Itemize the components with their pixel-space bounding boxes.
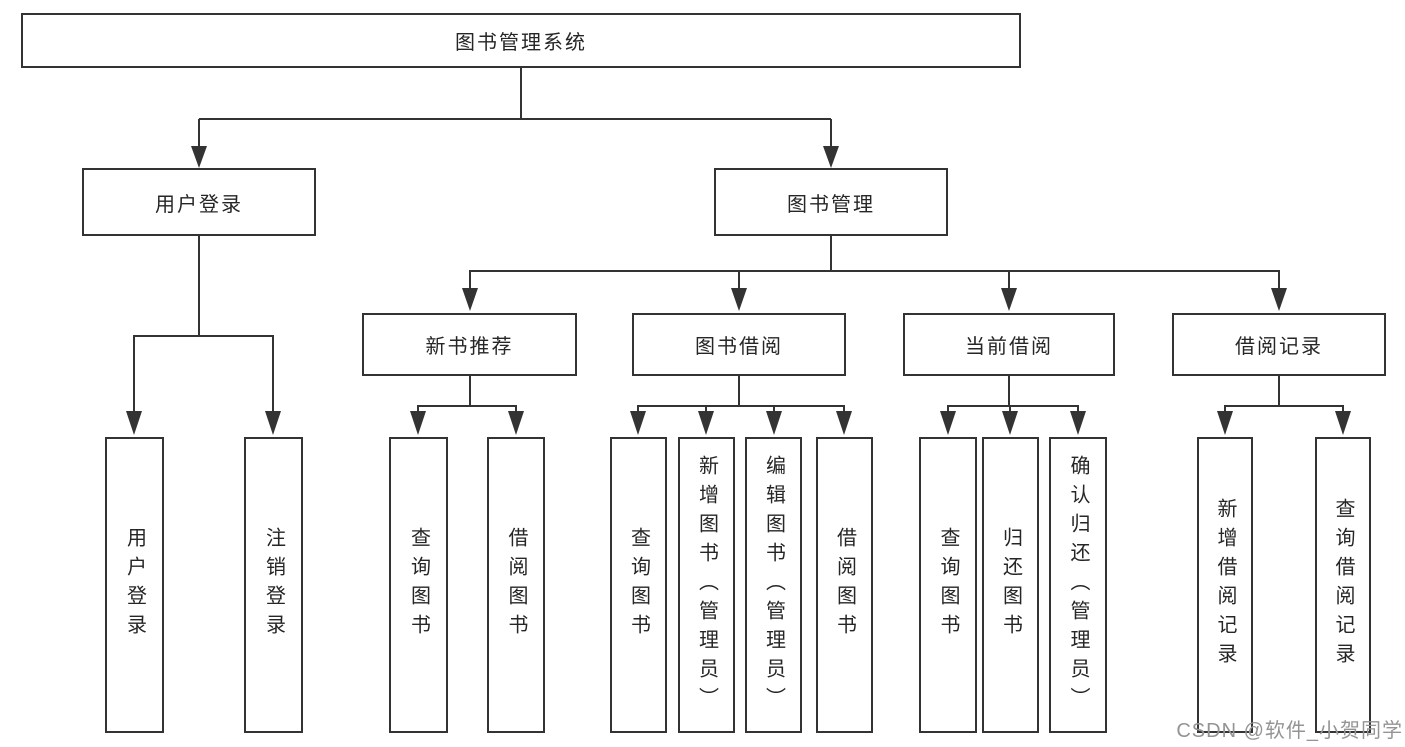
leaf-logout: 注销登录	[244, 437, 303, 733]
leaf-label: 查询图书	[407, 527, 430, 643]
csdn-watermark: CSDN @软件_小贺同学	[1176, 720, 1403, 742]
leaf-label: 新增借阅记录	[1214, 498, 1236, 672]
leaf-confirm-return-admin: 确认归还（管理员）	[1049, 437, 1107, 733]
leaf-borrow-books-recommend: 借阅图书	[487, 437, 545, 733]
node-label: 当前借阅	[965, 336, 1053, 358]
node-label: 用户登录	[155, 193, 243, 216]
leaf-query-books-borrowing: 查询图书	[610, 437, 667, 733]
leaf-query-books-recommend: 查询图书	[389, 437, 448, 733]
leaf-add-book-admin: 新增图书（管理员）	[678, 437, 735, 733]
leaf-label: 查询借阅记录	[1332, 498, 1354, 672]
node-label: 借阅记录	[1235, 336, 1323, 358]
node-current-borrowing: 当前借阅	[903, 313, 1115, 376]
leaf-user-login: 用户登录	[105, 437, 164, 733]
leaf-label: 借阅图书	[505, 527, 527, 643]
leaf-label: 查询图书	[937, 527, 959, 643]
node-label: 图书管理系统	[455, 32, 587, 54]
leaf-query-books-current: 查询图书	[919, 437, 977, 733]
node-library-management-system: 图书管理系统	[21, 13, 1021, 68]
leaf-label: 注销登录	[262, 527, 285, 643]
leaf-label: 用户登录	[123, 527, 146, 643]
node-borrowing-records: 借阅记录	[1172, 313, 1386, 376]
leaf-label: 查询图书	[627, 527, 650, 643]
node-label: 新书推荐	[425, 336, 514, 358]
arrowheads	[126, 146, 1351, 435]
leaf-label: 归还图书	[999, 527, 1022, 643]
leaf-borrow-books-borrowing: 借阅图书	[816, 437, 873, 733]
leaf-label: 编辑图书（管理员）	[762, 454, 785, 716]
node-label: 图书管理	[787, 193, 875, 216]
node-user-login: 用户登录	[82, 168, 316, 236]
leaf-query-borrow-record: 查询借阅记录	[1315, 437, 1371, 733]
leaf-edit-book-admin: 编辑图书（管理员）	[745, 437, 802, 733]
leaf-label: 借阅图书	[833, 527, 856, 643]
node-label: 图书借阅	[695, 336, 783, 358]
leaf-label: 新增图书（管理员）	[695, 454, 718, 716]
leaf-return-book: 归还图书	[982, 437, 1039, 733]
leaf-add-borrow-record: 新增借阅记录	[1197, 437, 1253, 733]
node-book-borrowing: 图书借阅	[632, 313, 846, 376]
node-new-book-recommendation: 新书推荐	[362, 313, 577, 376]
leaf-label: 确认归还（管理员）	[1067, 454, 1089, 716]
tree-edges	[133, 68, 1344, 415]
node-book-management: 图书管理	[714, 168, 948, 236]
